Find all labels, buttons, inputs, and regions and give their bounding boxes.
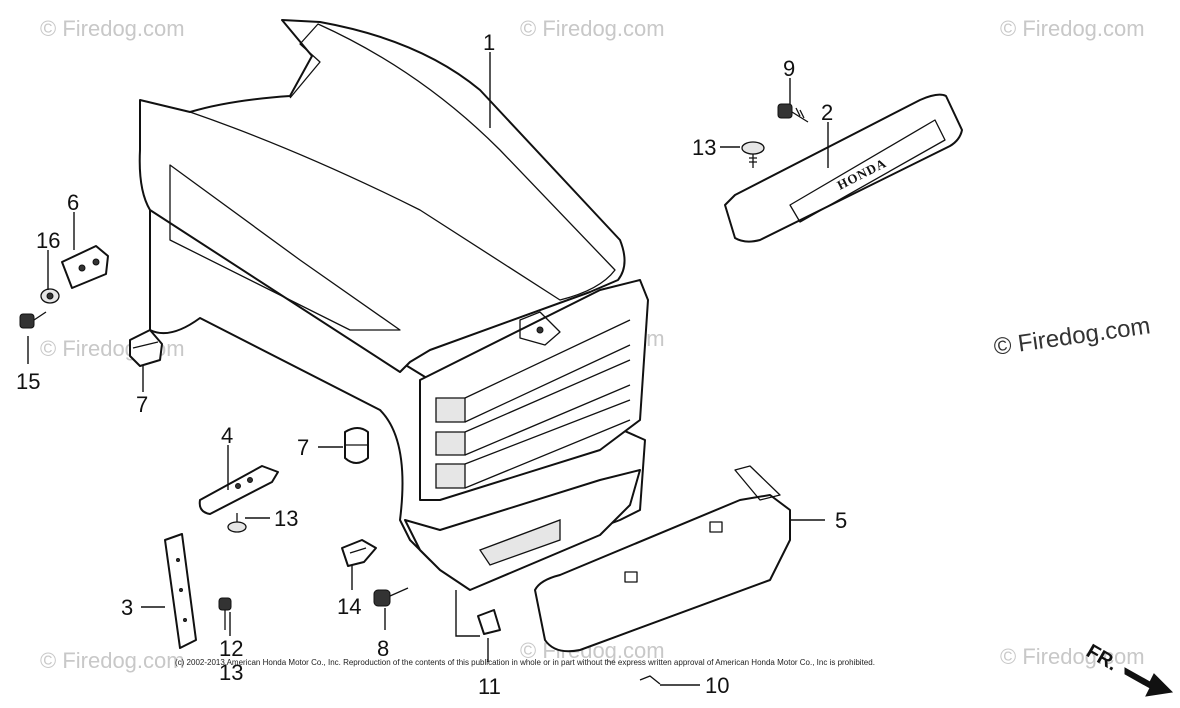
- watermark: © Firedog.com: [1000, 644, 1145, 669]
- callout-13: 13: [692, 135, 716, 160]
- grommet-part-14: [341, 539, 377, 567]
- callout-8: 8: [377, 636, 389, 661]
- callout-7: 7: [136, 392, 148, 417]
- callout-3: 3: [121, 595, 133, 620]
- callout-11: 11: [478, 674, 501, 699]
- callout-5: 5: [835, 508, 847, 533]
- callout-6: 6: [67, 190, 79, 215]
- callout-13c: 13: [219, 660, 243, 685]
- bolt-part-9: [777, 103, 809, 123]
- watermark: © Firedog.com: [520, 16, 665, 41]
- pad-part-3: [164, 533, 197, 649]
- callout-1: 1: [483, 30, 495, 55]
- clip-part-13: [741, 141, 765, 168]
- screw-part-12: [218, 597, 232, 630]
- bolt-part-8: [373, 587, 409, 607]
- clip-part-11: [477, 609, 501, 635]
- callout-12: 12: [219, 636, 243, 661]
- washer-part-16: [40, 288, 60, 304]
- watermark: © Firedog.com: [40, 336, 185, 361]
- callout-9: 9: [783, 56, 795, 81]
- callouts: 1 2 9 13 6 16 15 7 7 4 13 3 12 13 5 14 8…: [16, 30, 847, 699]
- strip-part-4: [198, 465, 279, 515]
- watermark-main: © Firedog.com: [992, 312, 1152, 361]
- watermark: © Firedog.com: [40, 648, 185, 673]
- callout-13b: 13: [274, 506, 298, 531]
- rubber-part-7b: [344, 427, 369, 464]
- callout-16: 16: [36, 228, 60, 253]
- leader-lines: [27, 52, 829, 686]
- rubber-part-7: [129, 329, 163, 367]
- callout-15: 15: [16, 369, 40, 394]
- hood-part-1: [138, 19, 649, 591]
- callout-10: 10: [705, 673, 729, 698]
- bracket-part-6: [61, 245, 109, 289]
- bolt-part-15: [19, 311, 47, 329]
- emblem-part-2: HONDA: [724, 93, 963, 243]
- callout-4: 4: [221, 423, 233, 448]
- watermark: © Firedog.com: [1000, 16, 1145, 41]
- callout-2: 2: [821, 100, 833, 125]
- copyright-notice: (c) 2002-2013 American Honda Motor Co., …: [175, 658, 875, 667]
- callout-14: 14: [337, 594, 361, 619]
- callout-7b: 7: [297, 435, 309, 460]
- clip-part-13b: [227, 513, 247, 533]
- arrow-icon: [1124, 667, 1174, 697]
- front-cover-part-5: [534, 465, 791, 653]
- clip-part-10: [639, 675, 661, 685]
- watermark: © Firedog.com: [40, 16, 185, 41]
